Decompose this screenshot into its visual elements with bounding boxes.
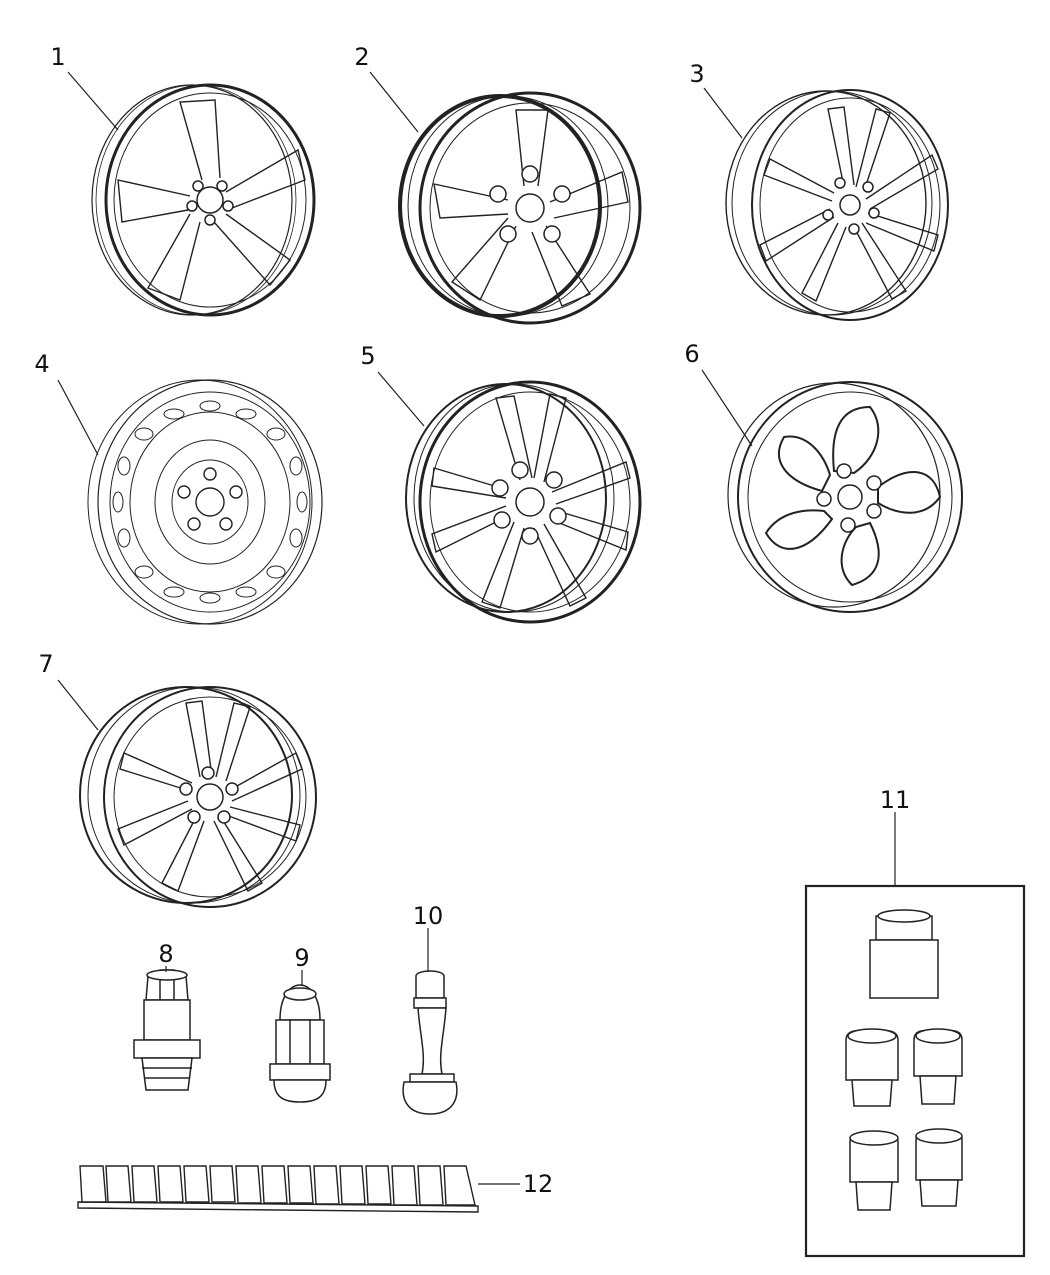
lug-nuts [177, 467, 243, 531]
wheel-weights-12[interactable] [77, 1165, 479, 1213]
lug-nuts [489, 165, 571, 243]
wheel-6[interactable] [727, 381, 963, 613]
lug-nuts [816, 463, 882, 533]
callout-11: 11 [880, 786, 911, 814]
callout-3: 3 [689, 60, 704, 88]
wheel-3[interactable] [725, 89, 949, 321]
callout-10: 10 [413, 902, 444, 930]
wheel-7[interactable] [79, 686, 317, 908]
lug-nuts [822, 177, 880, 235]
callout-5: 5 [360, 342, 375, 370]
weight-segments [79, 1165, 476, 1206]
callout-1: 1 [50, 43, 65, 71]
callout-4: 4 [34, 350, 49, 378]
callout-8: 8 [158, 940, 173, 968]
callout-9: 9 [294, 944, 309, 972]
valve-stem-10[interactable] [402, 970, 458, 1115]
wheel-4[interactable] [87, 379, 323, 625]
wheel-lock-kit-11[interactable] [804, 884, 1026, 1258]
leader-lines [57, 71, 896, 1185]
lock-nuts [845, 1028, 963, 1211]
wheel-1[interactable] [91, 83, 316, 317]
callout-7: 7 [38, 650, 53, 678]
spoke-windows [764, 405, 942, 587]
callout-6: 6 [684, 340, 699, 368]
lug-nuts [179, 766, 239, 824]
lug-nuts [491, 461, 567, 545]
callout-12: 12 [523, 1170, 554, 1198]
wheel-5[interactable] [405, 380, 642, 624]
callout-2: 2 [354, 43, 369, 71]
lug-nut-8[interactable] [133, 969, 201, 1091]
lug-nuts [186, 180, 234, 226]
wheel-2[interactable] [398, 91, 642, 325]
lock-key [869, 909, 939, 999]
lug-nut-9[interactable] [269, 984, 331, 1103]
vent-holes [112, 400, 308, 604]
